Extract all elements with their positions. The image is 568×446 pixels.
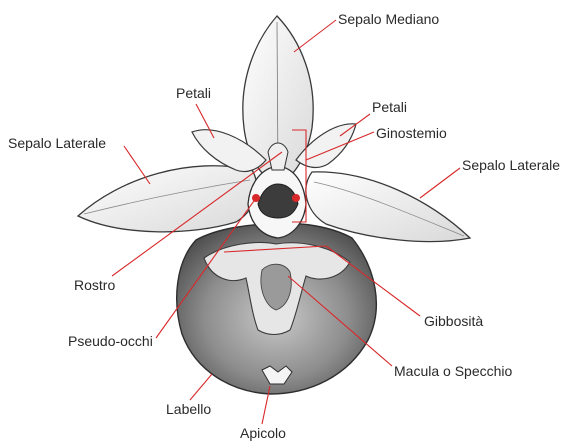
pseudo-eye-left-dot bbox=[252, 194, 260, 202]
leader-labello bbox=[190, 374, 212, 400]
label-petali-right: Petali bbox=[372, 99, 407, 115]
left-lateral-sepal bbox=[78, 166, 257, 232]
leader-sepalo-mediano bbox=[294, 20, 336, 52]
pseudo-eye-right-dot bbox=[292, 194, 300, 202]
label-sepalo-mediano: Sepalo Mediano bbox=[338, 11, 439, 27]
leader-sepalo-lat-left bbox=[124, 146, 150, 184]
column-tip bbox=[268, 143, 288, 170]
label-rostro: Rostro bbox=[74, 277, 115, 293]
label-apicolo: Apicolo bbox=[240, 425, 286, 441]
label-macula: Macula o Specchio bbox=[394, 363, 513, 379]
label-gibbosita: Gibbosità bbox=[424, 313, 483, 329]
label-labello: Labello bbox=[166, 401, 211, 417]
label-sepalo-laterale-left: Sepalo Laterale bbox=[8, 135, 106, 151]
label-pseudo-occhi: Pseudo-occhi bbox=[68, 333, 153, 349]
label-sepalo-laterale-right: Sepalo Laterale bbox=[462, 157, 560, 173]
label-ginostemio: Ginostemio bbox=[376, 125, 447, 141]
leader-sepalo-lat-right bbox=[420, 168, 460, 198]
label-petali-left: Petali bbox=[176, 85, 211, 101]
